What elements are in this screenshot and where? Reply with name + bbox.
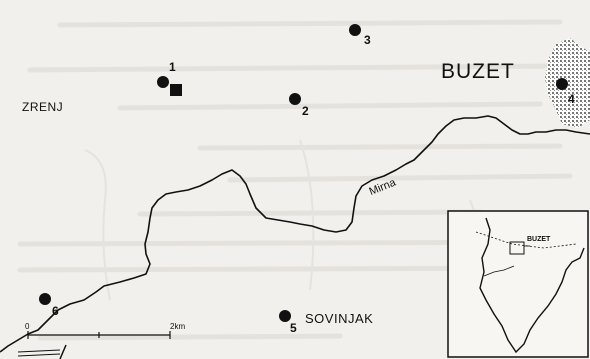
site-markers bbox=[39, 24, 568, 322]
site-1-label: 1 bbox=[169, 60, 176, 74]
inset-map bbox=[447, 210, 589, 358]
site-4-dot bbox=[556, 78, 568, 90]
site-5-dot bbox=[279, 310, 291, 322]
site-2-label: 2 bbox=[302, 104, 309, 118]
zrenj-label: ZRENJ bbox=[22, 100, 64, 114]
north-arrow bbox=[59, 344, 67, 359]
scale-bar bbox=[27, 331, 171, 339]
inset-buzet-label: BUZET bbox=[527, 236, 551, 243]
site-5-label: 5 bbox=[290, 321, 297, 335]
site-6-dot bbox=[39, 293, 51, 305]
istria-coastline bbox=[479, 217, 585, 354]
buzet-label: BUZET bbox=[441, 60, 515, 83]
scale-hatch bbox=[17, 349, 61, 357]
site-2-dot bbox=[289, 93, 301, 105]
inset-river bbox=[483, 265, 515, 277]
scale-start-label: 0 bbox=[25, 322, 30, 331]
inset-buzet-box bbox=[509, 241, 525, 255]
site-1-dot bbox=[157, 76, 169, 88]
site-6-label: 6 bbox=[52, 304, 59, 318]
mirna-river bbox=[0, 115, 590, 353]
inset-frame bbox=[447, 210, 589, 358]
sovinjak-label: SOVINJAK bbox=[305, 311, 374, 326]
site-4-label: 4 bbox=[568, 92, 575, 106]
site-3-label: 3 bbox=[364, 33, 371, 47]
scale-end-label: 2km bbox=[170, 322, 186, 331]
site-1-square-marker bbox=[170, 84, 182, 96]
site-3-dot bbox=[349, 24, 361, 36]
